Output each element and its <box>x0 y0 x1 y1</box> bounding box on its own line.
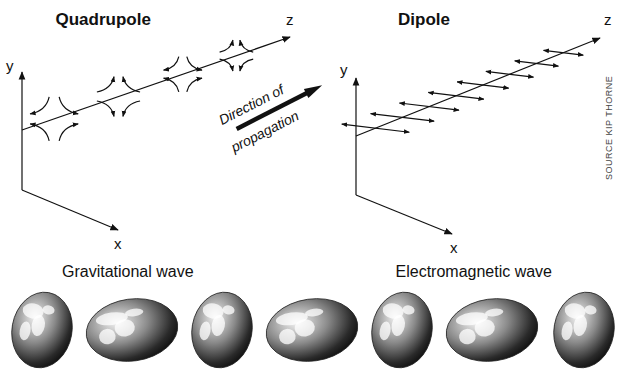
y-axis <box>21 72 22 190</box>
z-axis <box>356 38 600 136</box>
source-credit: SOURCE KIP THORNE <box>605 76 615 180</box>
cloud-patch <box>390 314 407 337</box>
arrow-label: Direction of propagation <box>203 70 312 165</box>
cloud-patch <box>378 321 392 342</box>
panel-caption: Gravitational wave <box>62 263 194 281</box>
earth <box>442 293 542 367</box>
cloud-patch <box>474 318 496 338</box>
cloud-patch <box>222 304 235 315</box>
cloud-patch <box>402 304 415 315</box>
cloud-patch <box>485 308 504 318</box>
field-arrow <box>97 101 114 116</box>
earth <box>82 293 182 367</box>
axis-label: z <box>604 12 612 29</box>
field-arrow <box>187 78 202 92</box>
field-arrow <box>486 71 534 77</box>
panel-title: Dipole <box>398 11 450 30</box>
cloud-patch <box>30 314 47 337</box>
field-arrow <box>371 114 435 122</box>
field-arrow <box>30 124 49 141</box>
panel-caption: Electromagnetic wave <box>396 263 553 281</box>
earth <box>366 287 438 372</box>
earth <box>262 293 362 367</box>
field-arrow <box>399 103 459 110</box>
earth-body <box>366 287 438 372</box>
earth-body <box>442 293 542 367</box>
axis-label: z <box>286 12 294 29</box>
earth <box>186 287 258 372</box>
field-arrow <box>30 97 49 114</box>
field-arrow <box>240 59 253 71</box>
cloud-patch <box>125 308 144 318</box>
earth-body <box>548 287 620 372</box>
field-arrow <box>164 57 179 71</box>
earth-body <box>186 287 258 372</box>
field-arrow <box>220 40 233 52</box>
cloud-patch <box>98 328 117 346</box>
cloud-patch <box>560 321 574 342</box>
field-arrow <box>123 101 140 116</box>
earth-body <box>82 293 182 367</box>
cloud-patch <box>278 328 297 346</box>
field-arrow <box>187 57 202 71</box>
cloud-patch <box>305 308 324 318</box>
field-arrow <box>457 82 509 88</box>
field-arrow <box>59 124 78 141</box>
x-axis <box>356 195 452 234</box>
cloud-patch <box>198 321 212 342</box>
cloud-patch <box>114 318 136 338</box>
field-arrow <box>164 78 179 92</box>
field-arrow <box>544 50 584 55</box>
earth <box>548 287 620 372</box>
field-arrow <box>59 97 78 114</box>
earth-body <box>6 287 78 372</box>
panel-title: Quadrupole <box>56 11 151 30</box>
field-arrow <box>97 77 114 92</box>
axis-label: y <box>340 62 348 79</box>
field-arrow <box>220 59 233 71</box>
cloud-patch <box>458 328 477 346</box>
axis-label: x <box>450 240 458 257</box>
earth-body <box>262 293 362 367</box>
field-arrow <box>123 77 140 92</box>
field-arrow <box>342 124 410 132</box>
deformed-earths <box>6 287 620 372</box>
dipole-field <box>342 50 583 132</box>
field-arrow <box>515 61 559 66</box>
axis-label: x <box>114 236 122 253</box>
x-axis <box>22 190 118 230</box>
y-axis <box>355 78 356 195</box>
earth <box>6 287 78 372</box>
cloud-patch <box>584 304 597 315</box>
cloud-patch <box>18 321 32 342</box>
cloud-patch <box>42 304 55 315</box>
axis-label: y <box>6 58 14 75</box>
cloud-patch <box>572 314 589 337</box>
field-arrow <box>428 92 484 99</box>
field-arrow <box>240 40 253 52</box>
cloud-patch <box>210 314 227 337</box>
arrow-head <box>304 81 325 98</box>
cloud-patch <box>294 318 316 338</box>
